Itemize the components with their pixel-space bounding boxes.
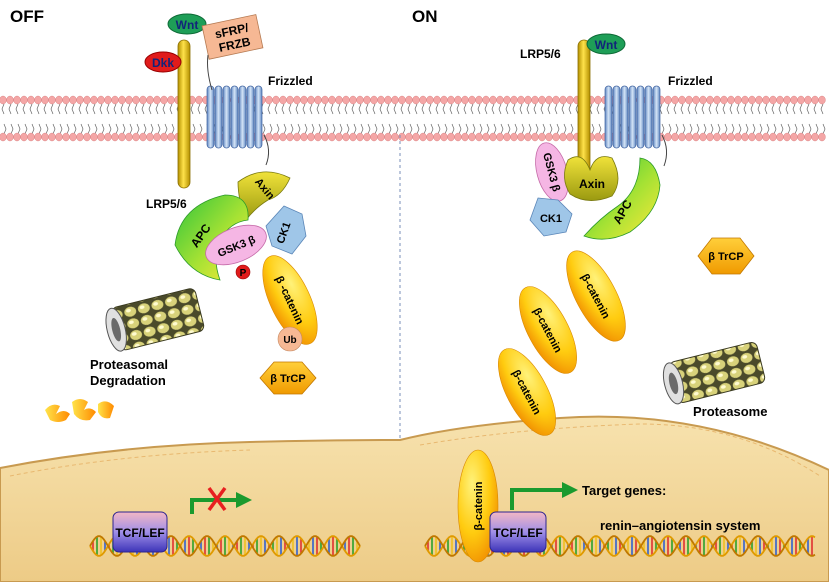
frizzled-label-off: Frizzled bbox=[268, 74, 313, 88]
dkk-inhibitor bbox=[144, 51, 182, 73]
phosphate-label: P bbox=[240, 268, 247, 279]
off-title: OFF bbox=[10, 7, 44, 26]
btrcp-off bbox=[259, 361, 317, 395]
frizzled-tail-on bbox=[661, 134, 668, 167]
ck1-label-on: CK1 bbox=[540, 213, 562, 225]
phosphate-group bbox=[235, 264, 251, 280]
blocked-cross bbox=[207, 486, 227, 512]
wnt-label-on: Wnt bbox=[595, 38, 618, 52]
beta-catenin-nuclear bbox=[457, 449, 499, 563]
wnt-ligand-on bbox=[586, 33, 626, 55]
transcription-arrowhead-off bbox=[236, 492, 252, 508]
proteasome-label: Proteasome bbox=[693, 404, 767, 419]
beta-catenin-off bbox=[262, 255, 318, 345]
tcf-lef-off bbox=[112, 511, 168, 553]
ck1-on bbox=[529, 197, 573, 237]
ubiquitin bbox=[277, 326, 303, 352]
lrp-label-on: LRP5/6 bbox=[520, 47, 561, 61]
apc-on bbox=[583, 157, 661, 240]
dkk-label: Dkk bbox=[152, 56, 174, 70]
ubiquitin-label: Ub bbox=[283, 335, 296, 346]
proteasomal-degradation-label-2: Degradation bbox=[90, 373, 166, 388]
frizzled-extracellular-loop-off bbox=[207, 54, 213, 91]
ras-label: renin–angiotensin system bbox=[600, 518, 760, 533]
ck1-off bbox=[265, 205, 307, 255]
degraded-fragments bbox=[45, 399, 114, 422]
axin-on bbox=[564, 156, 619, 201]
beta-catenin-on-3 bbox=[498, 348, 556, 436]
tcf-lef-label-off: TCF/LEF bbox=[115, 526, 164, 540]
wnt-label-off: Wnt bbox=[176, 18, 199, 32]
frizzled-tail-off bbox=[263, 134, 270, 166]
tcf-lef-label-on: TCF/LEF bbox=[493, 526, 542, 540]
frizzled-label-on: Frizzled bbox=[668, 74, 713, 88]
beta-catenin-label-nuclear: β-catenin bbox=[473, 481, 485, 530]
axin-label-on: Axin bbox=[579, 177, 605, 191]
proteasome-off bbox=[105, 288, 205, 352]
tcf-lef-on bbox=[489, 511, 547, 553]
wnt-ligand-off bbox=[167, 13, 207, 35]
beta-catenin-on-1 bbox=[566, 250, 626, 342]
gsk3b-off bbox=[205, 224, 267, 266]
nucleus-inner-border bbox=[9, 423, 821, 477]
lrp-receptor-off bbox=[177, 39, 191, 189]
transcription-arrow-off bbox=[190, 498, 236, 514]
btrcp-label-off: β TrCP bbox=[270, 373, 305, 385]
cell-membrane bbox=[0, 95, 826, 142]
proteasomal-degradation-label-1: Proteasomal bbox=[90, 357, 168, 372]
lrp-label-off: LRP5/6 bbox=[146, 197, 187, 211]
nucleus bbox=[0, 415, 829, 582]
btrcp-on bbox=[697, 237, 755, 275]
transcription-arrow-on bbox=[510, 488, 562, 510]
frizzled-receptor-on bbox=[604, 85, 661, 149]
beta-catenin-on-2 bbox=[519, 286, 577, 374]
btrcp-label-on: β TrCP bbox=[708, 251, 743, 263]
sfrp-label-line2: FRZB bbox=[218, 34, 253, 54]
proteasome-on bbox=[662, 341, 766, 405]
transcription-arrowhead-on bbox=[562, 482, 578, 498]
target-genes-label: Target genes: bbox=[582, 483, 666, 498]
on-title: ON bbox=[412, 7, 438, 26]
sfrp-frzb-inhibitor bbox=[201, 14, 264, 60]
frizzled-receptor-off bbox=[206, 85, 263, 149]
apc-off bbox=[174, 194, 249, 281]
